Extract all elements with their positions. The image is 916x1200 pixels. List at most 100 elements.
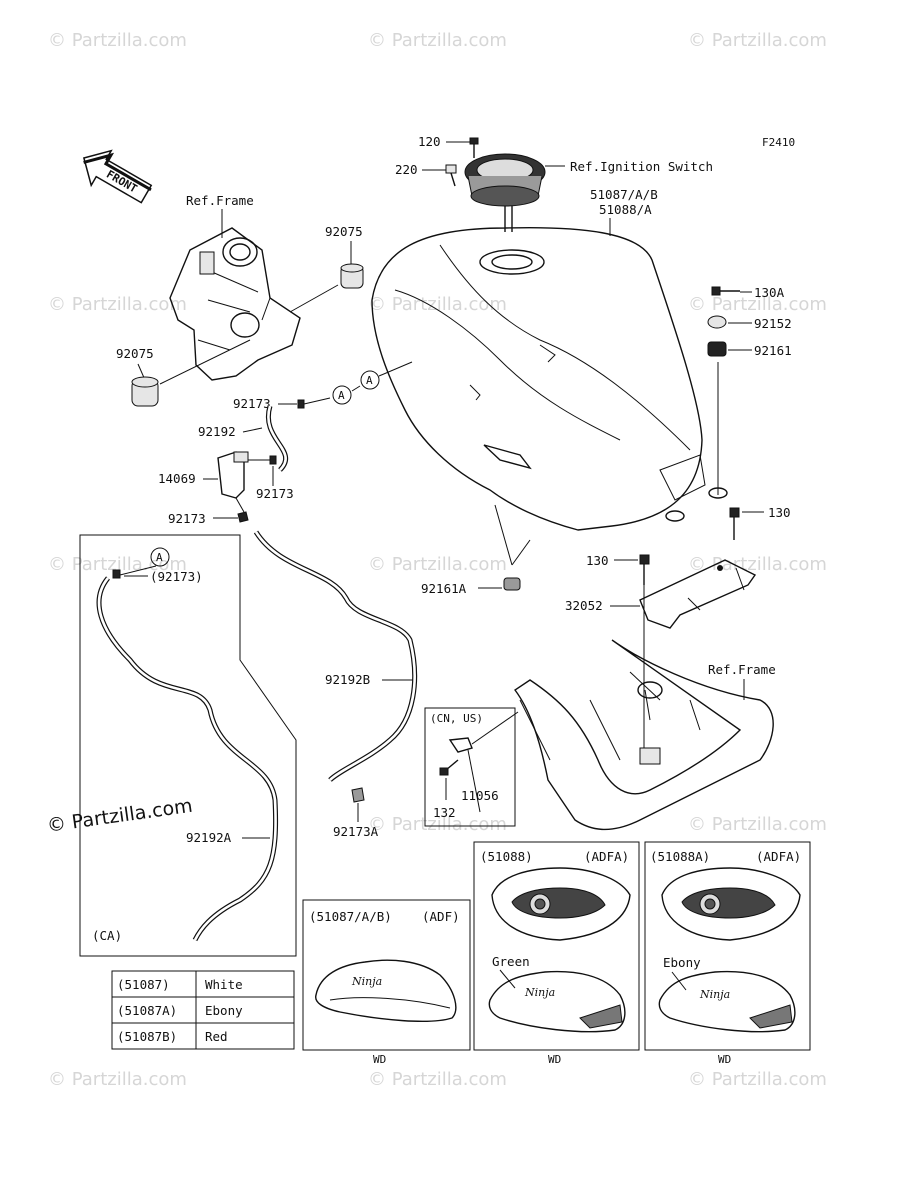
part-92075-top: 92075 [325, 224, 363, 239]
part-130A: 130A [754, 285, 785, 300]
adf-variant-box: (51087/A/B) (ADF) Ninja WD [302, 899, 471, 1066]
b51088A-code: (ADFA) [756, 849, 801, 864]
watermark: © Partzilla.com [48, 30, 187, 51]
b51088-code: (ADFA) [584, 849, 629, 864]
adf-label: (51087/A/B) [309, 909, 392, 924]
part-92173-c: 92173 [168, 511, 206, 526]
part-220: 220 [395, 162, 418, 177]
color-table-color-2: Red [205, 1029, 228, 1044]
fuel-tank-part [371, 226, 728, 531]
watermark: © Partzilla.com [368, 1069, 507, 1090]
ref-ignition-switch-label: Ref.Ignition Switch [570, 159, 713, 174]
marker-A-1: A [332, 385, 352, 405]
marker-A-2: A [360, 370, 380, 390]
damper-92161A [503, 577, 521, 591]
tank-logo-icon: Ninja [699, 988, 730, 1001]
bolt-130A [711, 286, 740, 296]
watermark: © Partzilla.com [688, 294, 827, 315]
part-92173-a: 92173 [233, 396, 271, 411]
part-92152: 92152 [754, 316, 792, 331]
ca-label: (CA) [92, 928, 122, 943]
ca-marker-A: A [156, 551, 163, 564]
color-table: (51087) White (51087A) Ebony (51087B) Re… [111, 970, 295, 1050]
watermark: © Partzilla.com [688, 1069, 827, 1090]
watermark: © Partzilla.com [688, 814, 827, 835]
watermark: © Partzilla.com [48, 1069, 187, 1090]
hose-92192A [96, 576, 279, 942]
ref-frame-top-label: Ref.Frame [186, 193, 254, 208]
clamp-92173-a [297, 399, 305, 409]
frame-rail-part [513, 639, 774, 831]
variant-51088A-box: (51088A) (ADFA) Ebony Ninja WD [644, 841, 811, 1066]
part-132: 132 [433, 805, 456, 820]
part-32052: 32052 [565, 598, 603, 613]
bracket-32052 [639, 559, 757, 629]
part-130-right: 130 [768, 505, 791, 520]
clamp-92173-c [237, 511, 249, 523]
watermark: © Partzilla.com [688, 554, 827, 575]
adf-code: (ADF) [422, 909, 460, 924]
b51088-wd: WD [548, 1053, 561, 1066]
part-92161A: 92161A [421, 581, 467, 596]
part-120: 120 [418, 134, 441, 149]
grommet-92075-top [340, 263, 364, 289]
tank-logo-icon: Ninja [524, 986, 555, 999]
watermark: © Partzilla.com [368, 554, 507, 575]
color-table-part-1: (51087A) [117, 1003, 177, 1018]
clamp-92173A [351, 787, 365, 803]
b51088-color: Green [492, 954, 530, 969]
tank-logo-icon: Ninja [351, 975, 382, 988]
grommet-92075-left [131, 376, 159, 407]
ca-part-92173: (92173) [150, 569, 203, 584]
clamp-92173-b [269, 455, 277, 465]
b51088-label: (51088) [480, 849, 533, 864]
part-tank-51088: 51088/A [599, 202, 652, 217]
part-tank-51087: 51087/A/B [590, 187, 658, 202]
damper-92161 [707, 341, 727, 357]
part-130-mid: 130 [586, 553, 609, 568]
figure-code: F2410 [762, 136, 795, 149]
color-table-part-2: (51087B) [117, 1029, 177, 1044]
color-table-part-0: (51087) [117, 977, 170, 992]
color-table-color-0: White [205, 977, 243, 992]
fuel-cap-assembly [464, 153, 546, 232]
b51088A-wd: WD [718, 1053, 731, 1066]
cn-us-inset: (CN, US) 132 11056 [424, 707, 519, 827]
fitting-14069 [217, 451, 249, 499]
watermark: © Partzilla.com [368, 814, 507, 835]
b51088A-color: Ebony [663, 955, 701, 970]
watermark: © Partzilla.com [368, 294, 507, 315]
part-92173A: 92173A [333, 824, 379, 839]
watermark: © Partzilla.com [368, 30, 507, 51]
ref-frame-right-label: Ref.Frame [708, 662, 776, 677]
part-92192: 92192 [198, 424, 236, 439]
part-92161: 92161 [754, 343, 792, 358]
part-92075-left: 92075 [116, 346, 154, 361]
svg-text:A: A [338, 389, 345, 402]
ca-inset: A (92173) 92192A (CA) [79, 534, 297, 957]
ca-part-92192A: 92192A [186, 830, 232, 845]
front-arrow-icon: FRONT [82, 149, 153, 204]
cn-us-label: (CN, US) [430, 712, 483, 725]
part-11056: 11056 [461, 788, 499, 803]
bolt-120 [469, 137, 479, 158]
part-92173-b: 92173 [256, 486, 294, 501]
watermark: © Partzilla.com [688, 30, 827, 51]
watermark: © Partzilla.com [48, 294, 187, 315]
variant-51088-box: (51088) (ADFA) Green Ninja WD [473, 841, 640, 1066]
frame-head-part [169, 227, 301, 381]
watermark-dark: © Partzilla.com [46, 795, 194, 837]
collar-92152 [707, 315, 727, 329]
bolt-130-mid [639, 554, 650, 585]
svg-text:A: A [366, 374, 373, 387]
part-14069: 14069 [158, 471, 196, 486]
screw-220 [445, 164, 457, 187]
b51088A-label: (51088A) [650, 849, 710, 864]
adf-wd: WD [373, 1053, 386, 1066]
watermarks: © Partzilla.com © Partzilla.com © Partzi… [46, 30, 827, 1090]
color-table-color-1: Ebony [205, 1003, 243, 1018]
part-92192B: 92192B [325, 672, 370, 687]
watermark: © Partzilla.com [48, 554, 187, 575]
bolt-130-right [729, 507, 740, 540]
